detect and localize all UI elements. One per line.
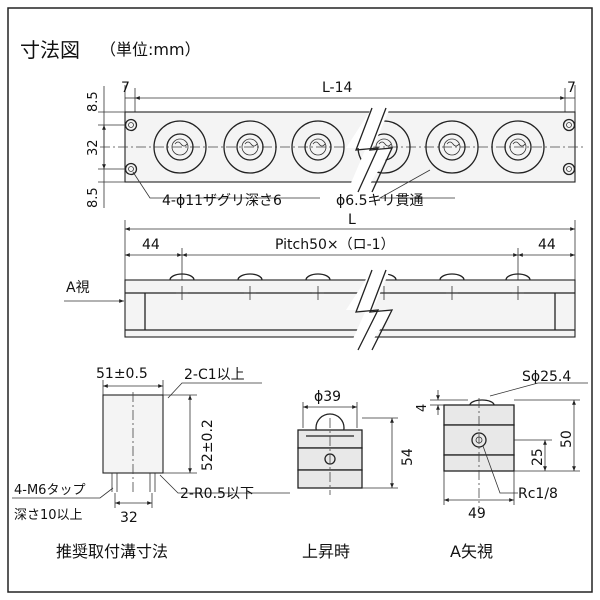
a-view-caption: A矢視: [450, 542, 493, 561]
dim-tap-pitch: 32: [120, 510, 138, 526]
dim-port-height: 25: [530, 448, 546, 466]
dim-groove-height: 52±0.2: [200, 419, 216, 471]
a-arrow-view: Sϕ25.4 4 25 50 Rc1/8 49 A矢視: [415, 369, 588, 561]
groove-caption: 推奨取付溝寸法: [56, 542, 168, 561]
port-note: Rc1/8: [518, 486, 558, 502]
mounting-groove-view: 51±0.5 2-C1以上 52±0.2 4-M6タップ 深さ10以上 2-R0…: [12, 366, 290, 561]
counterbore-note: 4-ϕ11ザグリ深さ6: [162, 193, 282, 209]
dim-v-bot: 8.5: [86, 187, 101, 208]
dim-a-height: 50: [559, 430, 575, 448]
dim-left-offset: 7: [121, 80, 130, 96]
unit-label: （単位:mm）: [100, 40, 201, 59]
chamfer-note: 2-C1以上: [184, 367, 245, 383]
dim-groove-width: 51±0.5: [96, 366, 148, 382]
bolt-hole: [562, 118, 576, 132]
dim-sphere: Sϕ25.4: [522, 369, 571, 385]
side-ball: [237, 273, 263, 300]
ball-unit: [425, 120, 479, 174]
dim-top-offset: 4: [415, 404, 430, 412]
dim-right-offset: 7: [567, 80, 576, 96]
ball-unit: [153, 120, 207, 174]
dim-side-left: 44: [142, 237, 160, 253]
raised-view: ϕ39 54 上昇時: [297, 389, 416, 561]
bolt-hole: [562, 162, 576, 176]
drawing-frame: [7, 7, 593, 593]
side-ball: [169, 273, 195, 300]
drawing-title: 寸法図: [20, 38, 80, 62]
raised-caption: 上昇時: [302, 542, 350, 561]
dim-length: L-14: [322, 80, 353, 96]
side-view: L 44 Pitch50×（ロ-1） 44 A視: [64, 212, 576, 351]
dim-v-mid: 32: [86, 139, 101, 156]
dim-ball-dia: ϕ39: [314, 389, 341, 405]
side-ball: [505, 273, 531, 300]
radius-note: 2-R0.5以下: [180, 486, 254, 502]
dim-v-top: 8.5: [86, 91, 101, 112]
top-view: 7 7 L-14: [86, 80, 585, 209]
tap-depth-note: 深さ10以上: [14, 508, 83, 523]
through-hole-note: ϕ6.5キリ貫通: [336, 193, 424, 209]
dim-side-right: 44: [538, 237, 556, 253]
ball-unit: [291, 120, 345, 174]
side-ball: [439, 273, 465, 300]
tap-note: 4-M6タップ: [14, 483, 85, 498]
dim-pitch: Pitch50×（ロ-1）: [275, 237, 395, 253]
view-a-label: A視: [66, 280, 90, 296]
ball-unit: [223, 120, 277, 174]
bolt-hole: [124, 118, 138, 132]
ball-unit: [491, 120, 545, 174]
dim-total-length: L: [348, 212, 356, 228]
side-ball: [305, 273, 331, 300]
dim-a-width: 49: [468, 506, 486, 522]
dim-raised-height: 54: [400, 448, 416, 466]
bolt-hole: [124, 162, 138, 176]
